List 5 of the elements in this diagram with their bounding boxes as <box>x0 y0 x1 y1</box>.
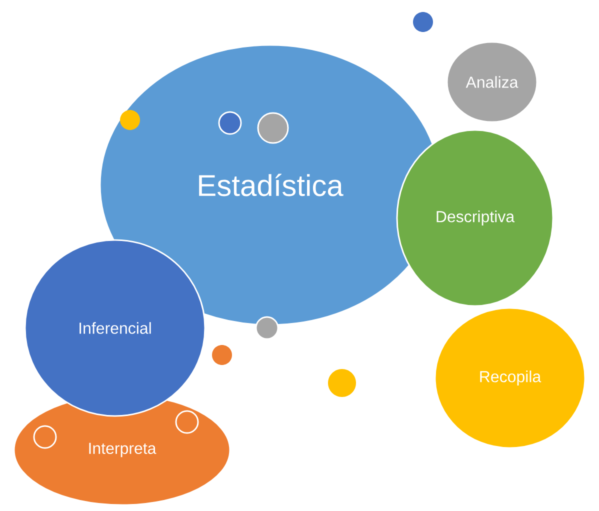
concept-bubble: Recopila <box>434 307 586 449</box>
concept-bubble: Interpreta <box>13 394 231 506</box>
concept-bubble: Inferencial <box>24 239 206 417</box>
concept-bubble: Analiza <box>446 41 538 123</box>
concept-bubble: Descriptiva <box>396 129 554 307</box>
